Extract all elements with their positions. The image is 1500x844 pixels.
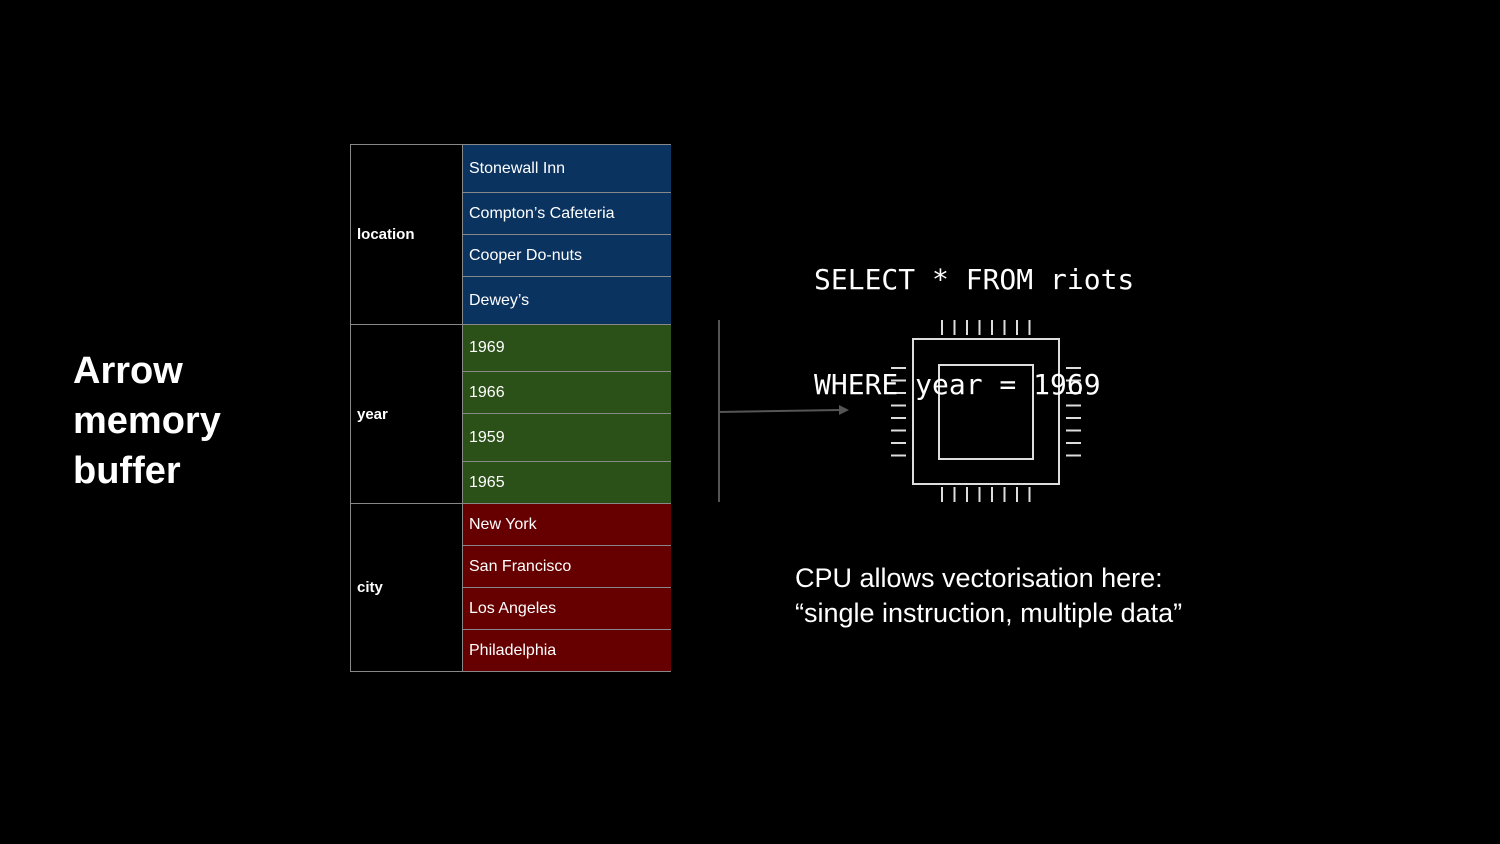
title-line: memory: [73, 400, 221, 442]
slide-title: Arrow memory buffer: [73, 346, 221, 496]
cpu-chip-icon: [891, 320, 1081, 502]
column-label: city: [351, 504, 463, 672]
sql-query: SELECT * FROM riots WHERE year = 1969: [814, 192, 1134, 437]
caption: CPU allows vectorisation here: “single i…: [795, 561, 1182, 631]
sql-line: SELECT * FROM riots: [814, 263, 1135, 296]
caption-line: CPU allows vectorisation here:: [795, 563, 1163, 593]
buffer-value-cell: Compton’s Cafeteria: [463, 193, 671, 235]
buffer-value-cell: Los Angeles: [463, 588, 671, 630]
title-line: buffer: [73, 450, 181, 492]
buffer-value-cell: Stonewall Inn: [463, 145, 671, 193]
buffer-value-cell: 1959: [463, 414, 671, 462]
buffer-value-cell: 1966: [463, 372, 671, 414]
buffer-value-cell: Dewey’s: [463, 277, 671, 325]
arrow-shaft: [718, 409, 841, 413]
sql-line: WHERE year = 1969: [814, 368, 1101, 401]
column-label: year: [351, 325, 463, 504]
buffer-value-cell: San Francisco: [463, 546, 671, 588]
buffer-value-cell: Cooper Do-nuts: [463, 235, 671, 277]
buffer-value-cell: 1965: [463, 462, 671, 504]
buffer-value-cell: Philadelphia: [463, 630, 671, 672]
arrow-head: [839, 405, 849, 415]
caption-line: “single instruction, multiple data”: [795, 598, 1183, 628]
column-label: location: [351, 145, 463, 325]
title-line: Arrow: [73, 350, 183, 392]
buffer-value-cell: 1969: [463, 325, 671, 372]
buffer-value-cell: New York: [463, 504, 671, 546]
